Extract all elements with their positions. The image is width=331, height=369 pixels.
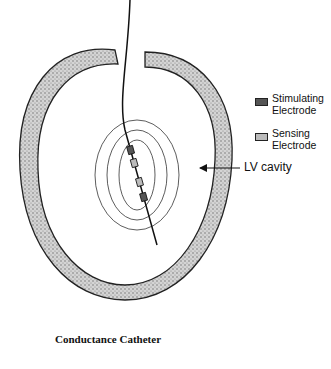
electrodes <box>127 145 148 201</box>
region-label: LV cavity <box>244 160 292 174</box>
figure-caption: Conductance Catheter <box>55 333 161 345</box>
leader-arrow <box>200 168 240 169</box>
catheter <box>123 0 157 245</box>
legend-label: Stimulating Electrode <box>272 92 328 116</box>
legend-label: Sensing Electrode <box>272 127 328 151</box>
lv-wall <box>20 49 233 300</box>
legend-swatch <box>255 133 268 141</box>
legend-swatch <box>255 98 268 106</box>
